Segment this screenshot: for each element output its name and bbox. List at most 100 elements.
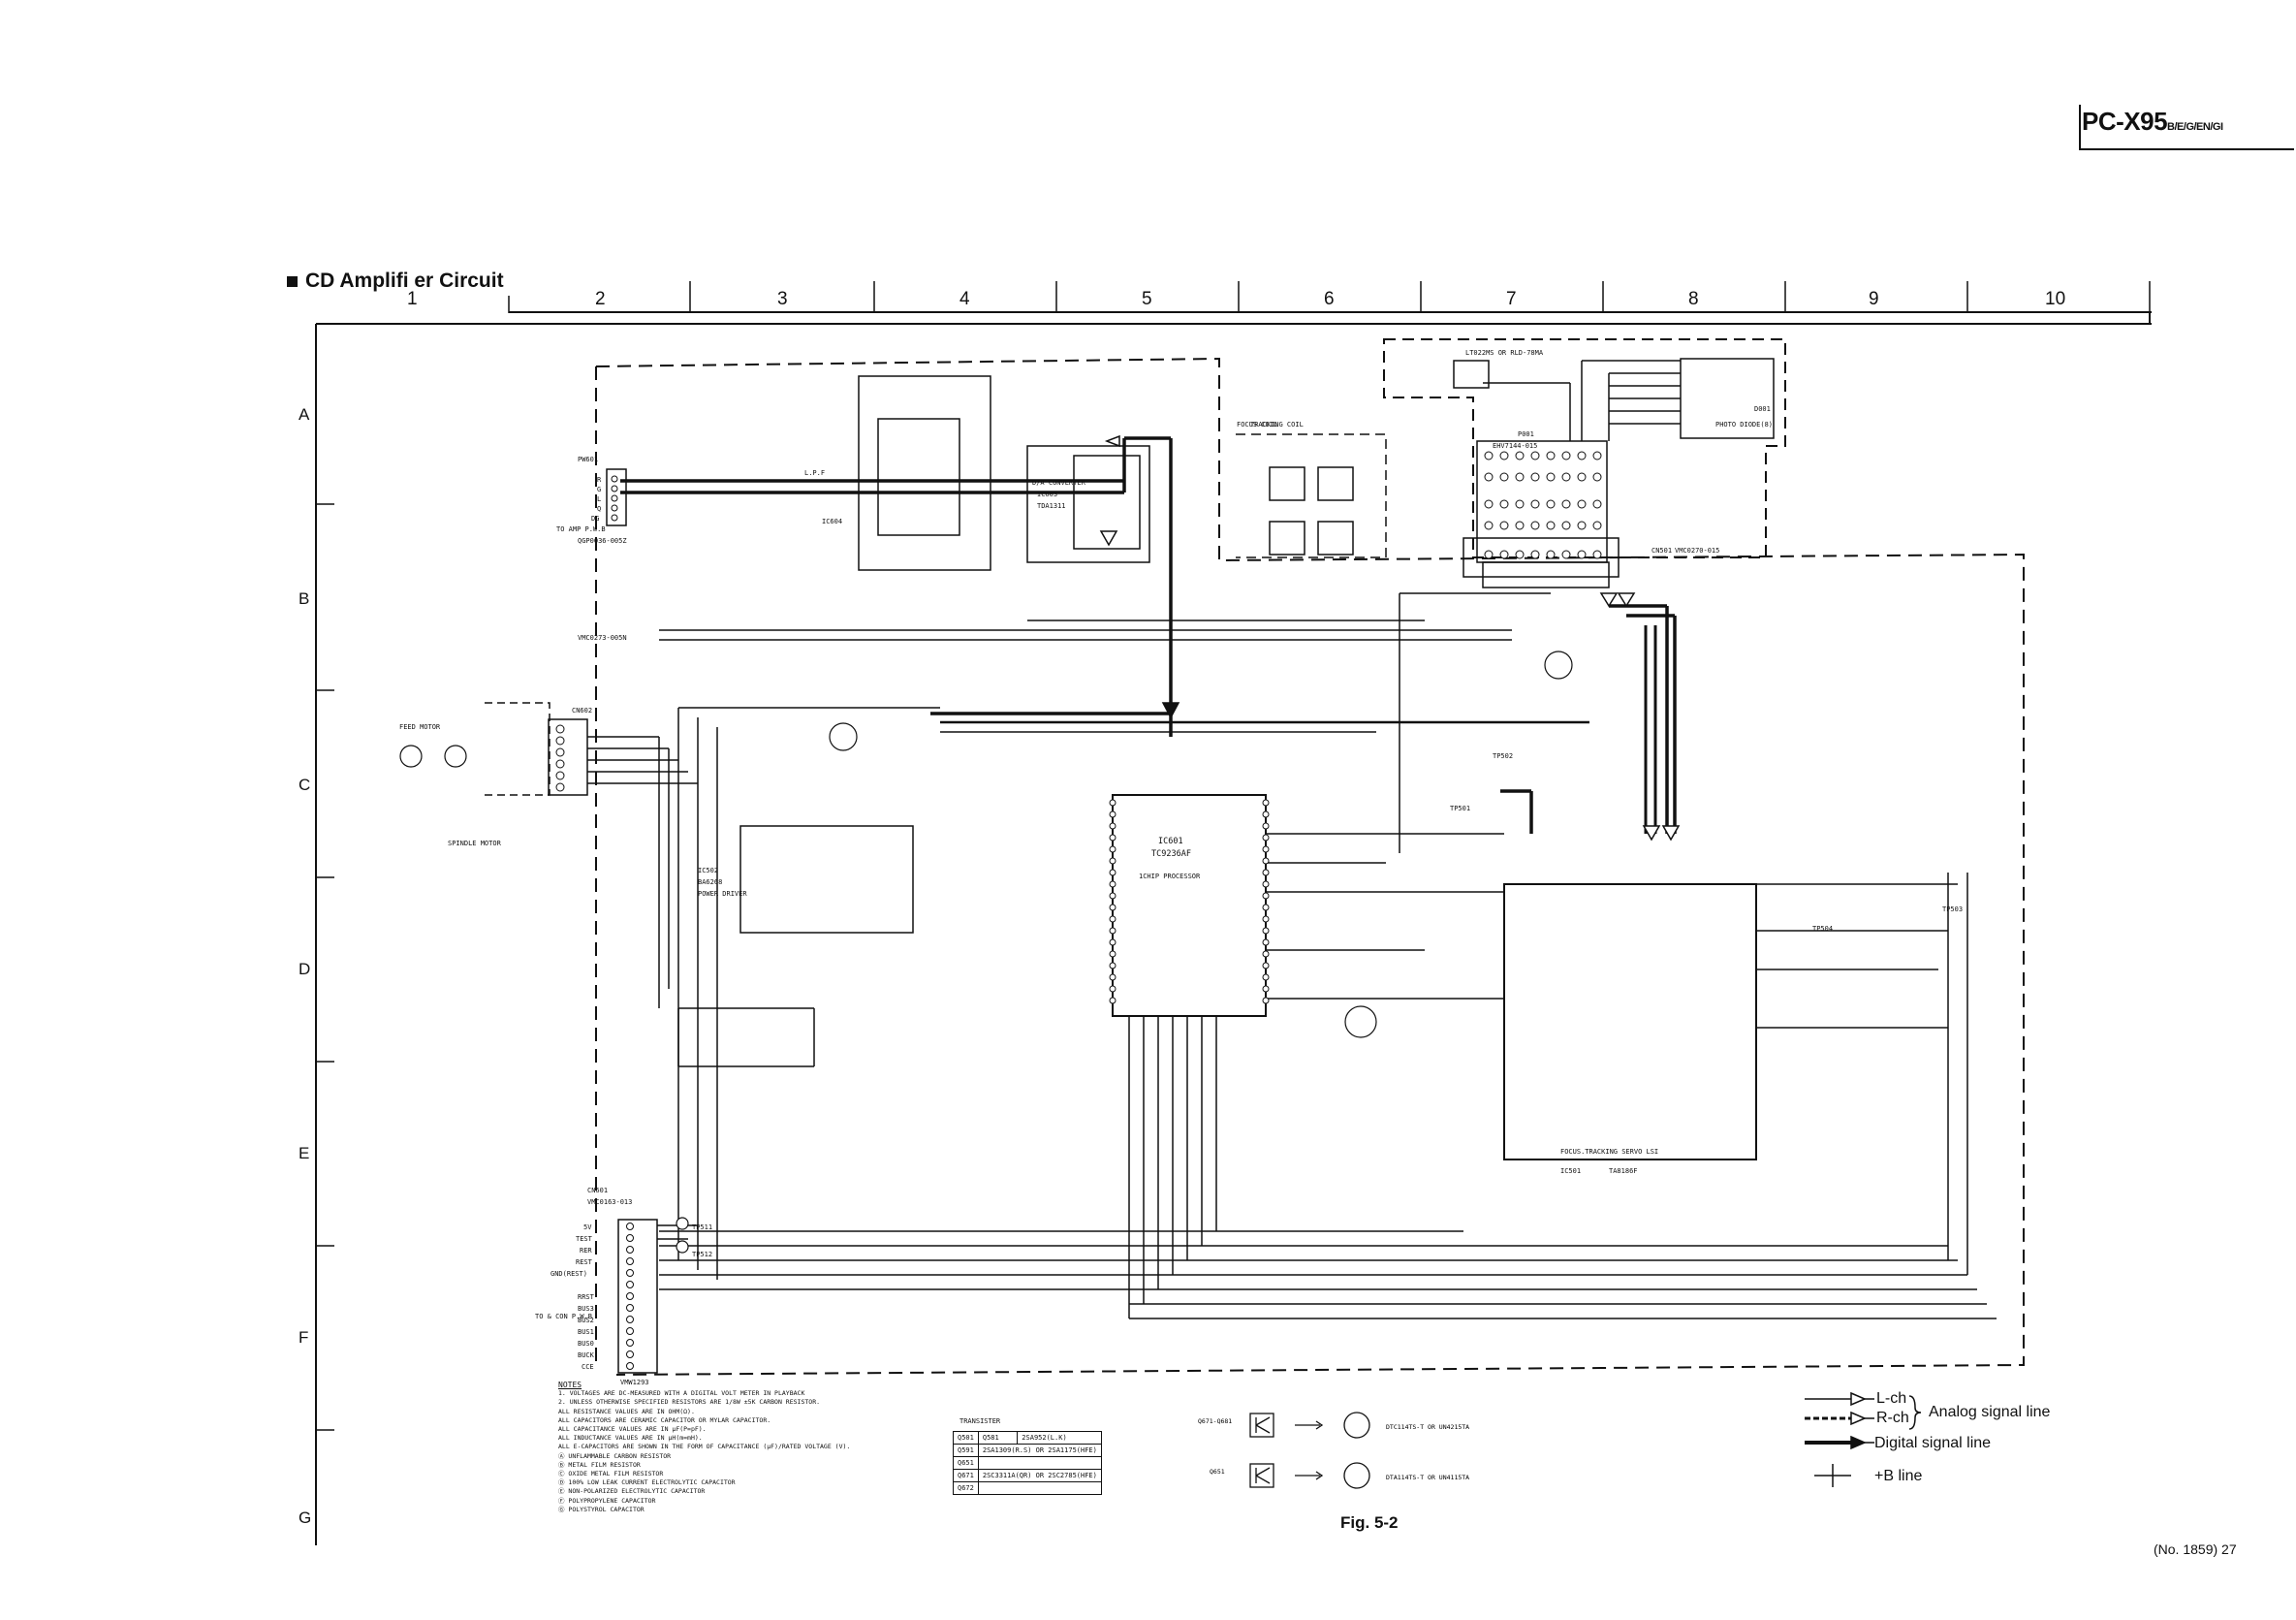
header-rule-horizontal: [2079, 148, 2294, 150]
table-row: Q651: [953, 1456, 1102, 1470]
ic501-name: TA8186F: [1609, 1167, 1638, 1175]
header-rule-vertical: [2079, 105, 2081, 149]
grid-col-7: 7: [1506, 289, 1517, 309]
tracking-coil-label: TRACKING COIL: [1250, 421, 1304, 429]
ic502-ref: IC502: [698, 867, 718, 874]
cn601-ref: CN601: [587, 1187, 608, 1194]
grid-col-2: 2: [595, 289, 606, 309]
feed-motor-label: FEED MOTOR: [399, 723, 441, 731]
grid-col-4: 4: [959, 289, 970, 309]
grid-row-d: D: [299, 960, 311, 978]
con-pin-3: RER: [580, 1247, 592, 1255]
con-pin-1: 5V: [583, 1223, 592, 1231]
tp502-label: TP502: [1493, 752, 1513, 760]
grid-row-c: C: [299, 776, 311, 794]
bullet-square-icon: [287, 276, 298, 287]
con-pin-10: BUS1: [578, 1328, 594, 1336]
con-pin-2: TEST: [576, 1235, 593, 1243]
spindle-motor-label: SPINDLE MOTOR: [448, 840, 502, 847]
section-title: CD Amplifi er Circuit: [287, 270, 504, 293]
pw-bottom-ref: VMW1293: [620, 1379, 649, 1386]
ic502-name: BA6268: [698, 878, 722, 886]
grid-top-rule: [509, 311, 2152, 313]
note-line: Ⓖ POLYSTYROL CAPACITOR: [558, 1505, 645, 1513]
grid-col-6: 6: [1324, 289, 1335, 309]
grid-row-f: F: [299, 1328, 309, 1347]
amp-pin-dg: DG: [591, 515, 599, 523]
ic604-ref: IC604: [822, 518, 842, 525]
notes-heading: NOTES: [558, 1381, 582, 1389]
note-line: ALL CAPACITORS ARE CERAMIC CAPACITOR OR …: [558, 1415, 771, 1424]
amp-pin-l: L: [597, 495, 601, 503]
tp511-label: TP511: [692, 1223, 712, 1231]
tr-sym-1-part: DTC114TS-T OR UN4215TA: [1386, 1423, 1469, 1431]
con-pin-12: BUCK: [578, 1351, 595, 1359]
p001-name: EHV7144-015: [1493, 442, 1537, 450]
tp504-label: TP504: [1812, 925, 1833, 933]
pw601-ref: PW601: [578, 456, 598, 463]
con-pin-8: BUS3: [578, 1305, 594, 1313]
p001-ref: P001: [1518, 430, 1534, 438]
page-number: (No. 1859) 27: [2154, 1541, 2237, 1557]
note-line: 2. UNLESS OTHERWISE SPECIFIED RESISTORS …: [558, 1398, 821, 1407]
d001-name: PHOTO DIODE(8): [1715, 421, 1773, 429]
focus-coil-label: FOCUS COIL: [1237, 421, 1277, 429]
ic603-ref: IC603: [1037, 491, 1057, 498]
d001-ref: D001: [1754, 405, 1771, 413]
grid-row-g: G: [299, 1509, 312, 1527]
grid-col-10: 10: [2045, 289, 2066, 309]
tp503-label: TP503: [1942, 905, 1963, 913]
legend-lch: L-ch: [1876, 1390, 1907, 1407]
note-line: Ⓕ POLYPROPYLENE CAPACITOR: [558, 1496, 656, 1505]
to-amp-label: TO AMP P.W.B: [556, 525, 606, 533]
transistor-table-title: TRANSISTER: [959, 1417, 1001, 1425]
con-pin-5: GND(REST): [550, 1270, 587, 1278]
note-line: Ⓔ NON-POLARIZED ELECTROLYTIC CAPACITOR: [558, 1487, 706, 1496]
ic603-name: TDA1311: [1037, 502, 1066, 510]
grid-col-5: 5: [1142, 289, 1152, 309]
legend-digital: Digital signal line: [1874, 1435, 1992, 1451]
figure-label: Fig. 5-2: [1340, 1513, 1399, 1532]
note-line: ALL INDUCTANCE VALUES ARE IN µH(m=mH).: [558, 1434, 703, 1443]
note-line: Ⓒ OXIDE METAL FILM RESISTOR: [558, 1470, 664, 1478]
amp-pin-q: Q: [597, 505, 601, 513]
note-line: Ⓓ 100% LOW LEAK CURRENT ELECTROLYTIC CAP…: [558, 1478, 736, 1487]
grid-row-e: E: [299, 1144, 310, 1162]
grid-col-9: 9: [1869, 289, 1879, 309]
cn501-ref: CN501: [1651, 547, 1672, 555]
tp512-label: TP512: [692, 1251, 712, 1258]
con-pin-9: BUS2: [578, 1317, 594, 1324]
ic501-desc: FOCUS.TRACKING SERVO LSI: [1560, 1148, 1658, 1156]
grid-col-3: 3: [777, 289, 788, 309]
legend-bline: +B line: [1874, 1468, 1923, 1484]
cn602-ref: CN602: [572, 707, 592, 715]
ic601-ref: IC601: [1158, 837, 1183, 846]
note-line: ALL E-CAPACITORS ARE SHOWN IN THE FORM O…: [558, 1443, 851, 1451]
ic604-name: L.P.F: [804, 469, 825, 477]
note-line: Ⓐ UNFLAMMABLE CARBON RESISTOR: [558, 1451, 672, 1460]
note-line: 1. VOLTAGES ARE DC-MEASURED WITH A DIGIT…: [558, 1389, 805, 1398]
ic603-desc: D/A CONVERTER: [1032, 479, 1086, 487]
ic501-ref: IC501: [1560, 1167, 1581, 1175]
legend-rch: R-ch: [1876, 1410, 1909, 1426]
con-pin-7: RRST: [578, 1293, 595, 1301]
cn602-name: VMC0273-005N: [578, 634, 627, 642]
con-pin-13: CCE: [582, 1363, 594, 1371]
amp-pin-r: R: [597, 476, 602, 484]
table-row: Q672: [953, 1481, 1102, 1495]
con-pin-4: REST: [576, 1258, 593, 1266]
to-con-label: TO & CON P.W.B: [535, 1313, 592, 1320]
tp501-label: TP501: [1450, 805, 1470, 812]
grid-col-8: 8: [1688, 289, 1699, 309]
pickup-ref: LT022MS OR RLD-78MA: [1465, 349, 1544, 357]
tr-sym-2-part: DTA114TS-T OR UN4115TA: [1386, 1474, 1469, 1481]
note-line: Ⓑ METAL FILM RESISTOR: [558, 1460, 641, 1469]
cn651-name: QGP0036-005Z: [578, 537, 627, 545]
ic601-desc: 1CHIP PROCESSOR: [1139, 873, 1201, 880]
ic502-desc: POWER DRIVER: [698, 890, 747, 898]
grid-row-b: B: [299, 589, 310, 608]
